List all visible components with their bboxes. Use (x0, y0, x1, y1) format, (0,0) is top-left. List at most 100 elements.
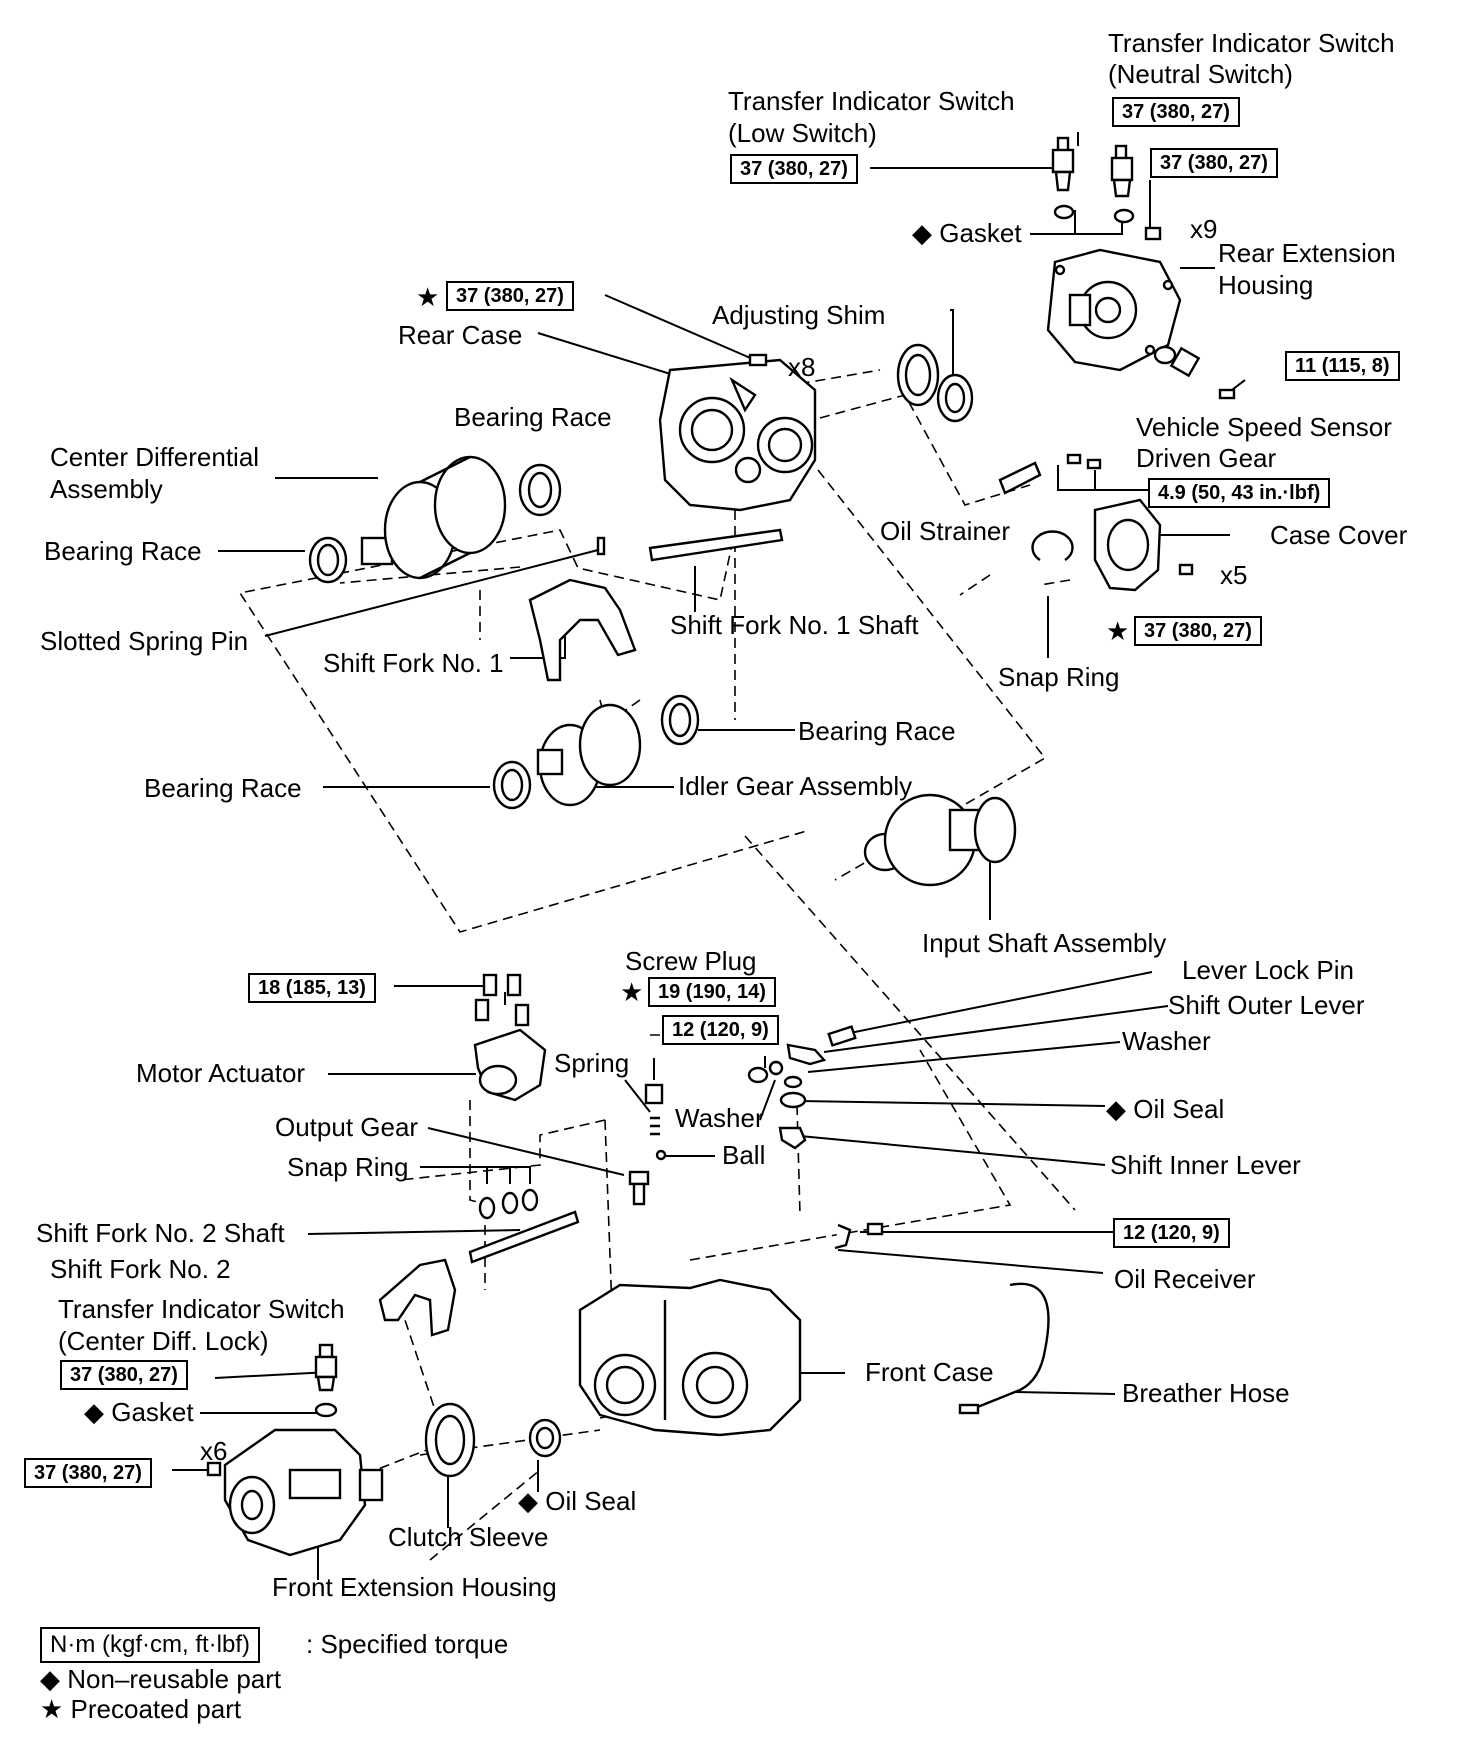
label-tis-low-2: (Low Switch) (728, 118, 877, 148)
label-ball: Ball (722, 1140, 766, 1170)
torque-rear-case: 37 (380, 27) (446, 281, 574, 311)
oil-strainer-part (998, 461, 1042, 495)
torque-front-ext: 37 (380, 27) (24, 1458, 152, 1488)
bolt-front-ext (206, 1461, 222, 1477)
label-bearing-race-4: Bearing Race (144, 773, 302, 803)
torque-vss: 11 (115, 8) (1285, 351, 1400, 381)
torque-cdl-switch: 37 (380, 27) (60, 1360, 188, 1390)
lever-lock-pin-part (827, 1025, 857, 1047)
screw-plug-part (644, 1083, 664, 1105)
legend-non-reusable: ◆ Non–reusable part (40, 1664, 282, 1694)
label-shift-inner-lever: Shift Inner Lever (1110, 1150, 1301, 1180)
shift-fork-1-part (528, 578, 637, 682)
label-input-shaft: Input Shaft Assembly (922, 928, 1167, 958)
precoated-star-case-cover: ★ (1106, 616, 1130, 646)
torque-low-switch: 37 (380, 27) (730, 154, 858, 184)
snap-ring-1-part (1031, 530, 1074, 562)
input-shaft-part (863, 793, 1017, 887)
torque-oil-strainer: 4.9 (50, 43 in.·lbf) (1148, 478, 1331, 508)
shift-fork-2-part (378, 1258, 457, 1337)
label-case-cover: Case Cover (1270, 520, 1408, 550)
label-adjusting-shim: Adjusting Shim (712, 300, 886, 330)
label-shift-fork2: Shift Fork No. 2 (50, 1254, 231, 1284)
center-differential-part (360, 455, 507, 580)
label-breather-hose: Breather Hose (1122, 1378, 1290, 1408)
rear-case-part (658, 353, 817, 512)
spring-part (650, 1116, 660, 1136)
label-clutch-sleeve: Clutch Sleeve (388, 1522, 549, 1552)
washer-1-part (783, 1075, 803, 1089)
label-rear-ext-2: Housing (1218, 270, 1314, 300)
torque-screw-plug: 19 (190, 14) (648, 977, 776, 1007)
breather-hose-part (974, 1282, 1050, 1410)
label-tis-cdl-1: Transfer Indicator Switch (58, 1294, 345, 1324)
bolt-strainer-2 (1086, 458, 1102, 470)
front-extension-housing-part (223, 1428, 384, 1557)
switch-neutral-part (1110, 144, 1135, 224)
torque-motor-actuator: 18 (185, 13) (248, 973, 376, 1003)
torque-rear-ext: 37 (380, 27) (1150, 148, 1278, 178)
ball-part (655, 1149, 667, 1161)
label-tis-neutral-2: (Neutral Switch) (1108, 59, 1293, 89)
shift-inner-lever-part (778, 1126, 807, 1150)
label-x9: x9 (1190, 214, 1218, 244)
case-cover-part (1093, 498, 1162, 592)
label-tis-neutral-1: Transfer Indicator Switch (1108, 28, 1395, 58)
switch-low-part (1051, 136, 1075, 220)
label-shift-outer-lever: Shift Outer Lever (1168, 990, 1365, 1020)
output-gear-part (628, 1170, 650, 1206)
bolt-rear-ext (1144, 226, 1162, 241)
label-bearing-race-3: Bearing Race (798, 716, 956, 746)
switch-cdl-part (314, 1343, 338, 1418)
bolt-case-cover (1178, 563, 1194, 576)
label-shift-fork1-shaft: Shift Fork No. 1 Shaft (670, 610, 919, 640)
leader-lines (172, 132, 1246, 1580)
front-case-part (578, 1278, 802, 1437)
legend-torque-text: : Specified torque (306, 1629, 509, 1659)
label-washer-2: Washer (675, 1103, 764, 1133)
snap-ring-2c (521, 1188, 539, 1212)
label-oil-receiver: Oil Receiver (1114, 1264, 1256, 1294)
label-washer-1: Washer (1122, 1026, 1211, 1056)
washer-2-part (768, 1060, 784, 1076)
bolt-oil-receiver (866, 1222, 884, 1236)
label-front-case: Front Case (865, 1357, 994, 1387)
label-oil-seal-1: ◆ Oil Seal (1106, 1094, 1225, 1124)
torque-case-cover: 37 (380, 27) (1134, 616, 1262, 646)
label-gasket-top: ◆ Gasket (912, 218, 1022, 248)
label-gasket-bottom: ◆ Gasket (84, 1397, 194, 1427)
label-slotted-pin: Slotted Spring Pin (40, 626, 249, 656)
label-oil-seal-2: ◆ Oil Seal (518, 1486, 637, 1516)
rear-extension-housing-part (1046, 248, 1182, 372)
label-screw-plug: Screw Plug (625, 946, 757, 976)
label-motor-actuator: Motor Actuator (136, 1058, 306, 1088)
label-spring: Spring (554, 1048, 630, 1078)
torque-lever: 12 (120, 9) (662, 1015, 779, 1045)
slotted-spring-pin-part (596, 536, 606, 556)
snap-ring-2b (501, 1191, 519, 1215)
oil-receiver-part (834, 1223, 852, 1250)
label-bearing-race-2: Bearing Race (44, 536, 202, 566)
legend-precoated: ★ Precoated part (40, 1694, 242, 1724)
shift-outer-lever-part (786, 1043, 827, 1066)
legend-torque-box: N·m (kgf·cm, ft·lbf) (40, 1627, 260, 1663)
motor-actuator-bolts (474, 973, 530, 1027)
label-rear-ext-1: Rear Extension (1218, 238, 1396, 268)
bolt-strainer-1 (1066, 453, 1082, 465)
torque-neutral-switch: 37 (380, 27) (1112, 97, 1240, 127)
precoated-star-rear-case: ★ (416, 282, 440, 312)
idler-gear-part (536, 703, 642, 807)
shift-fork-1-shaft-part (648, 528, 784, 562)
label-x8: x8 (788, 352, 816, 382)
torque-oil-receiver: 12 (120, 9) (1113, 1218, 1230, 1248)
precoated-star-screw-plug: ★ (620, 977, 644, 1007)
vehicle-speed-sensor-part (1153, 345, 1236, 400)
label-oil-strainer: Oil Strainer (880, 516, 1011, 546)
nut-part (747, 1066, 769, 1084)
oil-seal-1-part (779, 1091, 807, 1109)
motor-actuator-part (473, 1028, 547, 1102)
label-tis-low-1: Transfer Indicator Switch (728, 86, 1015, 116)
part-drawings (206, 136, 1236, 1557)
label-idler-gear: Idler Gear Assembly (678, 771, 913, 801)
